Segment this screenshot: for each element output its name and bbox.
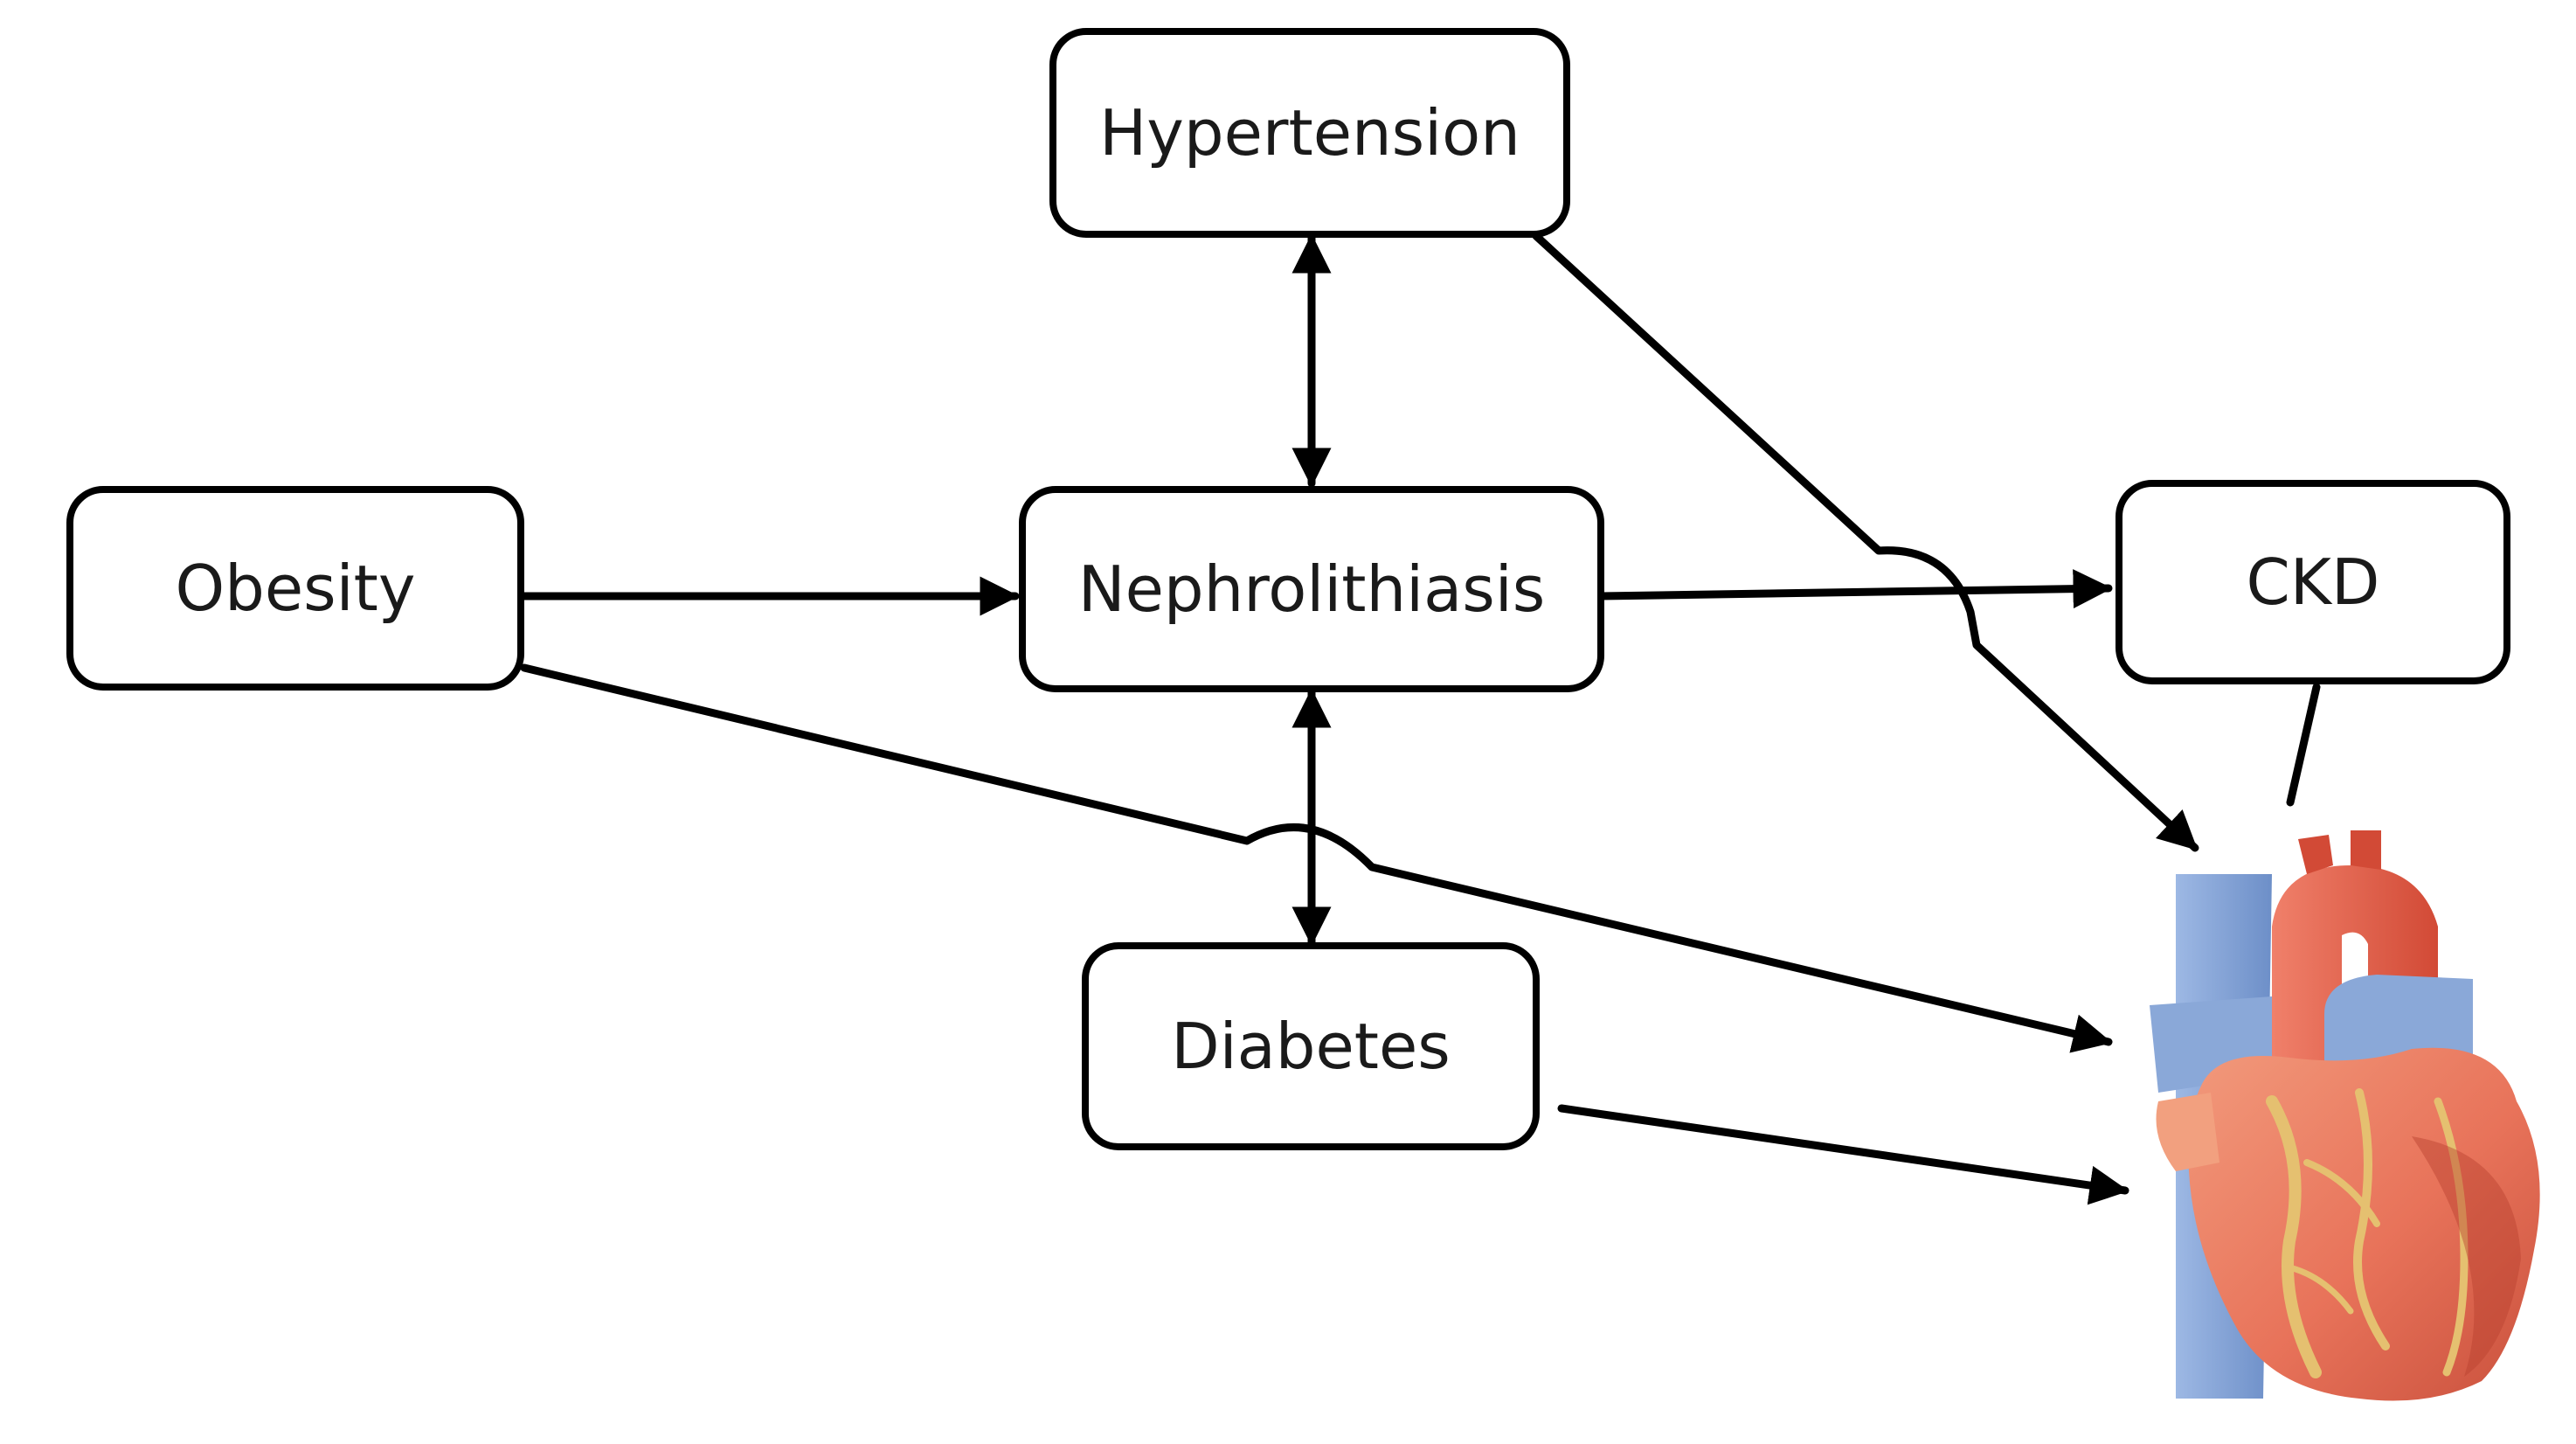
node-box: [1082, 942, 1540, 1150]
heart-apex-shade: [2412, 1136, 2521, 1377]
node-label-obesity: Obesity: [175, 552, 415, 625]
node-label-hypertension: Hypertension: [1099, 96, 1520, 170]
node-diabetes: Diabetes: [1082, 942, 1540, 1150]
heart-coronary-vessel: [2353, 1088, 2390, 1350]
node-ckd: CKD: [2116, 480, 2510, 684]
edge-obesity-to-heart: [520, 663, 2113, 1053]
heart-aorta-branch: [2351, 830, 2381, 870]
edge-ckd-to-heart: [2286, 683, 2321, 807]
node-box: [2116, 480, 2510, 684]
heart-coronary-vessel: [2434, 1097, 2469, 1377]
node-box: [1019, 486, 1604, 692]
heart-aorta-branch: [2298, 835, 2333, 874]
node-box: [66, 486, 524, 691]
node-label-diabetes: Diabetes: [1171, 1010, 1451, 1083]
node-obesity: Obesity: [66, 486, 524, 691]
node-label-ckd: CKD: [2247, 545, 2380, 619]
heart-coronary-vessel: [2266, 1095, 2322, 1378]
edge-nephrolithiasis-to-ckd: [1596, 569, 2113, 609]
node-nephrolithiasis: Nephrolithiasis: [1019, 486, 1604, 692]
node-label-nephrolithiasis: Nephrolithiasis: [1078, 552, 1546, 626]
edge-hypertension-to-heart: [1532, 232, 2199, 852]
heart-right-atrium: [2156, 1093, 2219, 1171]
heart-coronary-vessel: [2286, 1264, 2354, 1315]
heart-coronary-vessel: [2303, 1159, 2380, 1227]
node-box: [1049, 28, 1570, 238]
edge-diabetes-to-heart: [1557, 1104, 2129, 1205]
edges: [520, 232, 2321, 1205]
node-hypertension: Hypertension: [1049, 28, 1570, 238]
heart-icon: [2150, 830, 2540, 1401]
